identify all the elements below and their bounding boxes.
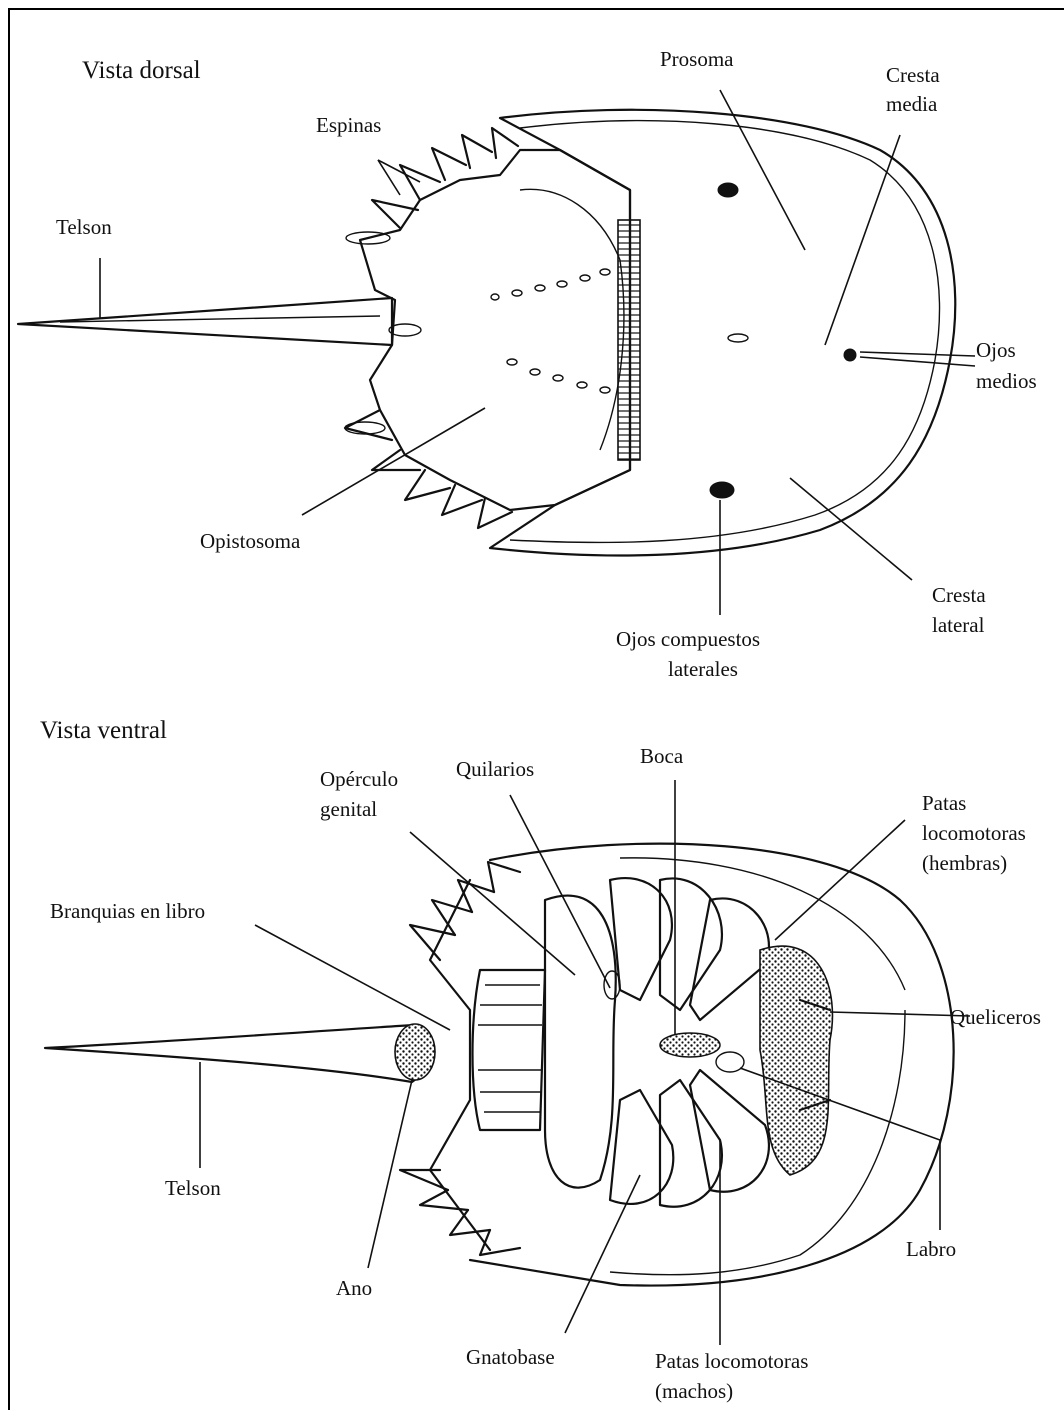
label-ojos-medios-2: medios	[976, 369, 1037, 393]
label-boca: Boca	[640, 744, 684, 768]
label-ano: Ano	[336, 1276, 372, 1300]
label-queliceros: Queliceros	[950, 1005, 1041, 1029]
label-cresta-lateral-1: Cresta	[932, 583, 986, 607]
label-patas-machos-2: (machos)	[655, 1379, 733, 1403]
label-telson-ventral: Telson	[165, 1176, 221, 1200]
ventral-doublure	[610, 858, 905, 1275]
label-operculo-1: Opérculo	[320, 767, 398, 791]
ventral-spines-top	[410, 862, 520, 960]
label-patas-hembras-2: locomotoras	[922, 821, 1026, 845]
label-labro: Labro	[906, 1237, 956, 1261]
dorsal-compound-eye-bottom	[710, 482, 734, 498]
label-ojos-compuestos-2: laterales	[668, 657, 738, 681]
dorsal-median-ridge-mark	[728, 334, 748, 342]
label-cresta-media-1: Cresta	[886, 63, 940, 87]
ventral-queliceros-area	[760, 946, 832, 1175]
label-opistosoma: Opistosoma	[200, 529, 301, 553]
dorsal-opistosoma-shell	[360, 150, 630, 510]
label-quilarios: Quilarios	[456, 757, 534, 781]
ventral-gill-plates	[478, 985, 542, 1112]
label-gnatobase: Gnatobase	[466, 1345, 555, 1369]
ventral-boca	[660, 1033, 720, 1057]
dorsal-hinge	[618, 220, 640, 460]
ventral-anus	[395, 1024, 435, 1080]
label-cresta-media-2: media	[886, 92, 938, 116]
dorsal-opistosoma-fold	[520, 189, 624, 450]
ventral-telson	[45, 1025, 426, 1082]
dorsal-title: Vista dorsal	[82, 57, 201, 84]
label-cresta-lateral-2: lateral	[932, 613, 985, 637]
dorsal-view: Vista dorsal	[18, 47, 1037, 681]
label-espinas: Espinas	[316, 113, 381, 137]
dorsal-median-eyes	[844, 349, 856, 361]
label-patas-machos-1: Patas locomotoras	[655, 1349, 808, 1373]
ventral-labro	[716, 1052, 744, 1072]
label-ojos-medios-1: Ojos	[976, 338, 1016, 362]
label-branquias: Branquias en libro	[50, 899, 205, 923]
dorsal-spines-top	[372, 128, 518, 228]
dorsal-compound-eye-top	[718, 183, 738, 197]
ventral-spines-bottom	[400, 1170, 520, 1255]
dorsal-apodeme-dots	[491, 269, 610, 393]
label-ojos-compuestos-1: Ojos compuestos	[616, 627, 760, 651]
label-patas-hembras-3: (hembras)	[922, 851, 1007, 875]
ventral-quilarios	[604, 971, 620, 999]
dorsal-side-spines	[345, 232, 421, 434]
ventral-leaders	[200, 780, 970, 1345]
label-patas-hembras-1: Patas	[922, 791, 966, 815]
ventral-title: Vista ventral	[40, 717, 167, 744]
ventral-view: Vista ventral	[40, 717, 1041, 1403]
label-telson-dorsal: Telson	[56, 215, 112, 239]
label-operculo-2: genital	[320, 797, 377, 821]
ventral-book-gills	[473, 970, 546, 1130]
label-prosoma: Prosoma	[660, 47, 734, 71]
ventral-operculo-genital	[545, 896, 616, 1188]
